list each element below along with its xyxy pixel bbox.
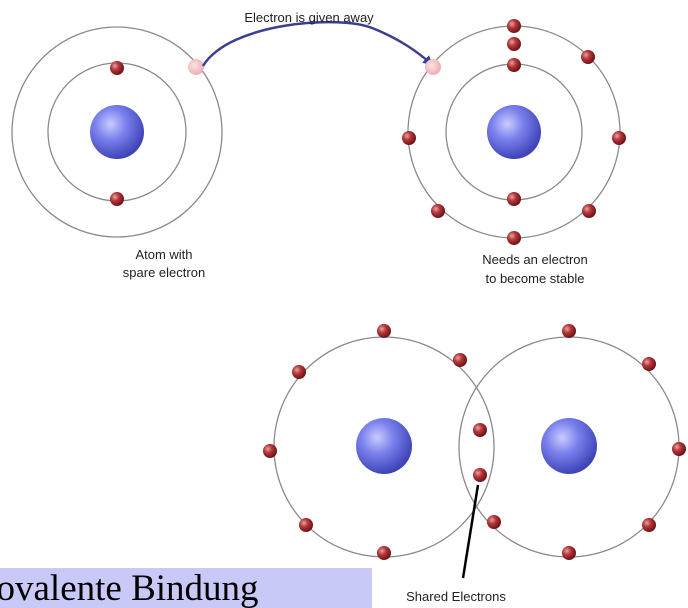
electron bbox=[507, 58, 521, 72]
atom-with-spare-label-line1: Atom with bbox=[135, 247, 192, 262]
electron bbox=[642, 357, 656, 371]
electron bbox=[299, 518, 313, 532]
needs-electron-label-line2: to become stable bbox=[485, 271, 584, 286]
nucleus bbox=[487, 105, 541, 159]
electron bbox=[110, 61, 124, 75]
electron bbox=[642, 518, 656, 532]
needs-electron-label-line1: Needs an electron bbox=[482, 252, 588, 267]
electron-transfer-arrow bbox=[203, 22, 430, 66]
electron bbox=[672, 442, 686, 456]
caption-title: kovalente Bindung bbox=[0, 569, 259, 608]
electron bbox=[402, 131, 416, 145]
electron bbox=[507, 192, 521, 206]
electron bbox=[581, 50, 595, 64]
electron bbox=[377, 546, 391, 560]
received-electron bbox=[425, 59, 441, 75]
electron bbox=[507, 231, 521, 245]
nucleus bbox=[90, 105, 144, 159]
atom-with-spare-label-line2: spare electron bbox=[123, 265, 205, 280]
shared-electrons-pointer bbox=[463, 485, 478, 578]
electron bbox=[507, 37, 521, 51]
right-nucleus bbox=[541, 418, 597, 474]
shared-electron bbox=[473, 468, 487, 482]
electron bbox=[612, 131, 626, 145]
electron-given-away-label: Electron is given away bbox=[244, 10, 374, 25]
electron bbox=[507, 19, 521, 33]
electron bbox=[453, 353, 467, 367]
covalent-atom-pair bbox=[263, 324, 686, 560]
departing-electron bbox=[188, 59, 204, 75]
electron bbox=[377, 324, 391, 338]
left-nucleus bbox=[356, 418, 412, 474]
electron bbox=[292, 365, 306, 379]
electron bbox=[487, 515, 501, 529]
atom-needing-electron bbox=[402, 19, 626, 245]
electron bbox=[431, 204, 445, 218]
atom-with-spare-electron bbox=[12, 27, 222, 237]
caption-box: kovalente Bindung bbox=[0, 568, 372, 608]
electron bbox=[562, 324, 576, 338]
shared-electron bbox=[473, 423, 487, 437]
electron bbox=[263, 444, 277, 458]
electron bbox=[562, 546, 576, 560]
shared-electrons-label: Shared Electrons bbox=[406, 589, 506, 604]
electron bbox=[582, 204, 596, 218]
electron bbox=[110, 192, 124, 206]
